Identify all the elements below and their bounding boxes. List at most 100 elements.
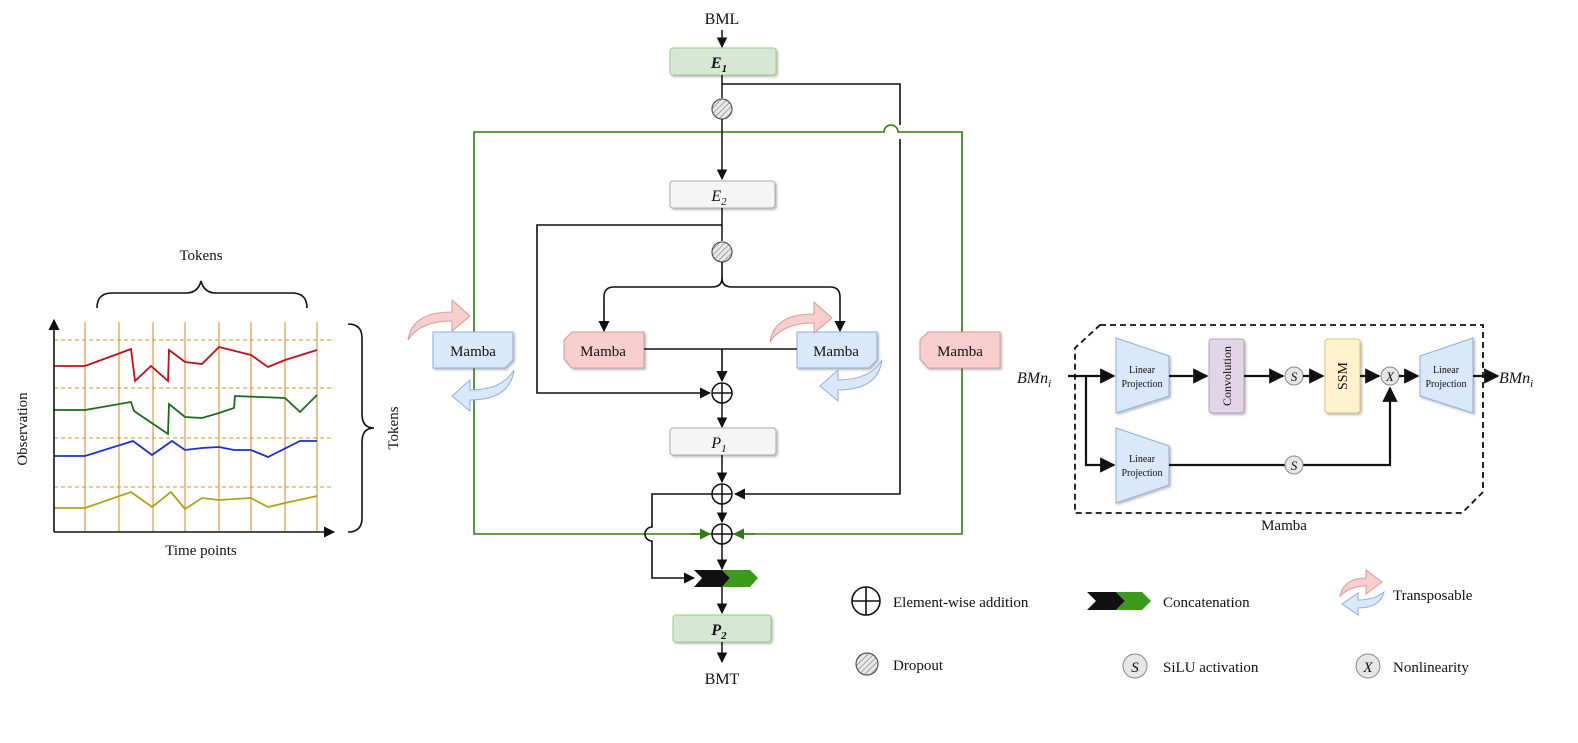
transpose-arrows-icon [1339, 569, 1385, 616]
outer-green-frame [473, 124, 963, 535]
mamba-outer-right-label: Mamba [937, 344, 983, 360]
mamba-block-detail: Mamba BMni Linear Projection Convolution… [1017, 324, 1533, 534]
concat-input-path [644, 493, 712, 584]
element-wise-addition-icon [711, 382, 733, 404]
orange-grid [54, 322, 334, 532]
e1-label: E [710, 55, 722, 72]
lin-proj-out-line2: Projection [1425, 379, 1466, 390]
mamba-inner-left: Mamba [563, 331, 645, 369]
time-series-panel: Tokens Observation Tim [15, 248, 402, 559]
svg-text:P1: P1 [710, 435, 726, 455]
silu-icon: S [1122, 653, 1148, 679]
concatenation-icon [1087, 592, 1151, 610]
lin-proj-bottom-line1: Linear [1129, 454, 1156, 465]
element-wise-addition-icon [851, 586, 881, 616]
linear-projection-top: Linear Projection [1115, 337, 1170, 414]
arrow-input-branch [1084, 376, 1116, 473]
dropout-icon [711, 98, 733, 120]
ssm-label: SSM [1336, 361, 1351, 390]
svg-text:P2: P2 [710, 622, 727, 642]
silu-icon: S [1284, 455, 1304, 475]
tokens-right-brace [347, 323, 375, 533]
dropout-icon [711, 241, 733, 263]
main-architecture: BML E1 E2 Mamba [407, 11, 1001, 688]
legend-silu: SiLU activation [1163, 660, 1259, 676]
p2-subscript: 2 [720, 630, 727, 642]
x-axis-label: Time points [165, 543, 237, 559]
p1-subscript: 1 [721, 443, 727, 455]
silu-symbol: S [1291, 369, 1298, 384]
p2-label: P [710, 622, 721, 639]
residual-e2 [536, 224, 722, 399]
series-olive-line [54, 490, 318, 511]
mamba-caption: Mamba [1261, 518, 1307, 534]
output-label-bmt: BMT [705, 671, 740, 688]
nonlinearity-icon: X [1380, 366, 1400, 386]
dropout-icon [855, 652, 879, 676]
nonlin-symbol: X [1385, 369, 1395, 384]
convolution-block: Convolution [1208, 338, 1245, 414]
series-red-line [54, 346, 318, 383]
y-axis-label: Observation [15, 392, 31, 466]
legend-nonlin-symbol: X [1362, 660, 1373, 676]
legend-addition: Element-wise addition [893, 595, 1029, 611]
mamba-output-label: BMn [1499, 370, 1530, 387]
svg-text:E1: E1 [710, 55, 727, 75]
mamba-outer-right: Mamba [919, 331, 1001, 369]
linear-projection-output: Linear Projection [1419, 337, 1474, 414]
series-green-line [54, 394, 318, 436]
silu-icon: S [1284, 366, 1304, 386]
legend-silu-symbol: S [1131, 660, 1139, 676]
element-wise-addition-icon [711, 523, 733, 545]
e1-subscript: 1 [722, 63, 728, 75]
bottom-branch-line [1169, 388, 1390, 467]
transpose-arrows-icon [407, 298, 515, 413]
tokens-top-brace [96, 280, 308, 309]
branch-split [598, 262, 723, 333]
tokens-top-label: Tokens [179, 248, 222, 264]
legend: Element-wise addition Concatenation Tran… [851, 569, 1473, 679]
p2-block: P2 [672, 614, 772, 643]
mamba-inner-left-label: Mamba [580, 344, 626, 360]
transpose-arrows-icon [769, 300, 883, 403]
legend-nonlinearity: Nonlinearity [1393, 660, 1469, 676]
series-blue-line [54, 439, 317, 458]
mamba-inner-right: Mamba [796, 331, 878, 369]
svg-text:BMni: BMni [1499, 370, 1533, 390]
nonlinearity-icon: X [1355, 653, 1381, 679]
concatenation-icon [694, 570, 758, 587]
lin-proj-out-line1: Linear [1433, 365, 1460, 376]
mamba-dashed-border [1074, 324, 1484, 514]
e1-block: E1 [669, 47, 777, 76]
legend-transposable: Transposable [1393, 588, 1473, 604]
linear-projection-bottom: Linear Projection [1115, 427, 1170, 504]
tokens-right-label: Tokens [386, 406, 402, 449]
legend-dropout: Dropout [893, 658, 944, 674]
ssm-block: SSM [1324, 338, 1361, 414]
input-label-bml: BML [705, 11, 740, 28]
lin-proj-bottom-line2: Projection [1121, 468, 1162, 479]
mamba-input-subscript: i [1048, 378, 1051, 390]
lin-proj-top-line2: Projection [1121, 379, 1162, 390]
element-wise-addition-icon [711, 483, 733, 505]
e2-label: E [710, 188, 721, 205]
e2-subscript: 2 [721, 196, 727, 208]
p1-label: P [710, 435, 721, 452]
branch-split-right [721, 277, 846, 333]
svg-text:E2: E2 [710, 188, 727, 208]
skip-connection-e1 [722, 83, 901, 494]
lin-proj-top-line1: Linear [1129, 365, 1156, 376]
merge-lines [644, 348, 797, 381]
e2-block: E2 [669, 180, 776, 209]
silu-symbol-bottom: S [1291, 458, 1298, 473]
legend-concatenation: Concatenation [1163, 595, 1250, 611]
mamba-output-subscript: i [1530, 378, 1533, 390]
svg-text:BMni: BMni [1017, 370, 1051, 390]
p1-block: P1 [669, 427, 777, 456]
mamba-inner-right-label: Mamba [813, 344, 859, 360]
convolution-label: Convolution [1220, 346, 1234, 406]
mamba-outer-left: Mamba [432, 331, 514, 369]
mamba-input-label: BMn [1017, 370, 1048, 387]
mamba-outer-left-label: Mamba [450, 344, 496, 360]
